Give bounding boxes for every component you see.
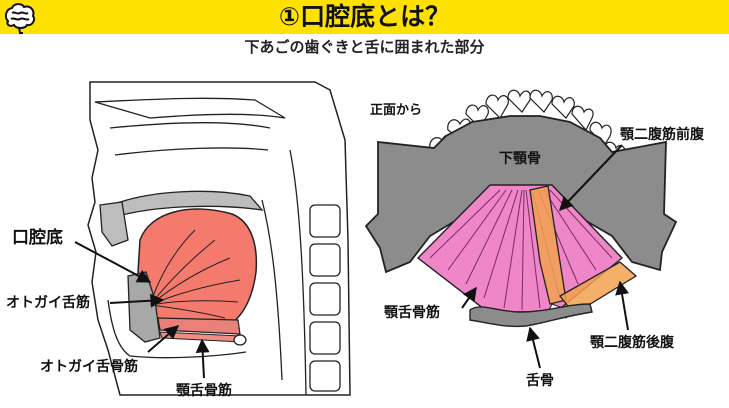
label-digastric-posterior: 顎二腹筋後腹 <box>590 335 674 351</box>
brain-icon <box>4 3 36 34</box>
arrow-digastric-posterior <box>615 280 629 331</box>
arrow-mylohyoid-right <box>461 286 477 309</box>
sagittal-view <box>74 81 351 396</box>
hyoid-frontal <box>469 303 593 328</box>
title-bar <box>0 0 729 34</box>
palate <box>111 190 264 217</box>
label-mandible: 下顎骨 <box>499 151 541 167</box>
arrow-floor <box>74 241 152 283</box>
label-hyoid: 舌骨 <box>526 373 554 389</box>
label-mylohyoid-right: 顎舌骨筋 <box>384 305 440 321</box>
vertebrae <box>309 204 341 392</box>
frontal-view <box>364 89 678 369</box>
arrow-geniohyoid <box>147 325 180 353</box>
upper-jaw <box>99 201 129 247</box>
arrow-hyoid <box>526 326 541 369</box>
arrow-mylohyoid-left <box>195 338 210 379</box>
label-genioglossus: オトガイ舌筋 <box>6 295 90 311</box>
arrow-genioglossus <box>109 293 165 308</box>
label-geniohyoid: オトガイ舌骨筋 <box>40 359 138 375</box>
label-mylohyoid-left: 顎舌骨筋 <box>176 383 232 399</box>
label-frontal-view: 正面から <box>370 103 423 118</box>
page-title: ①口腔底とは？ <box>278 2 451 31</box>
label-digastric-anterior: 顎二腹筋前腹 <box>620 127 704 143</box>
page-subtitle: 下あごの歯ぐきと舌に囲まれた部分 <box>244 38 485 56</box>
hyoid-sagittal <box>233 334 247 346</box>
label-oral-floor: 口腔底 <box>12 228 63 248</box>
arrow-digastric-anterior <box>559 144 623 212</box>
nasal-cavity <box>94 97 286 119</box>
